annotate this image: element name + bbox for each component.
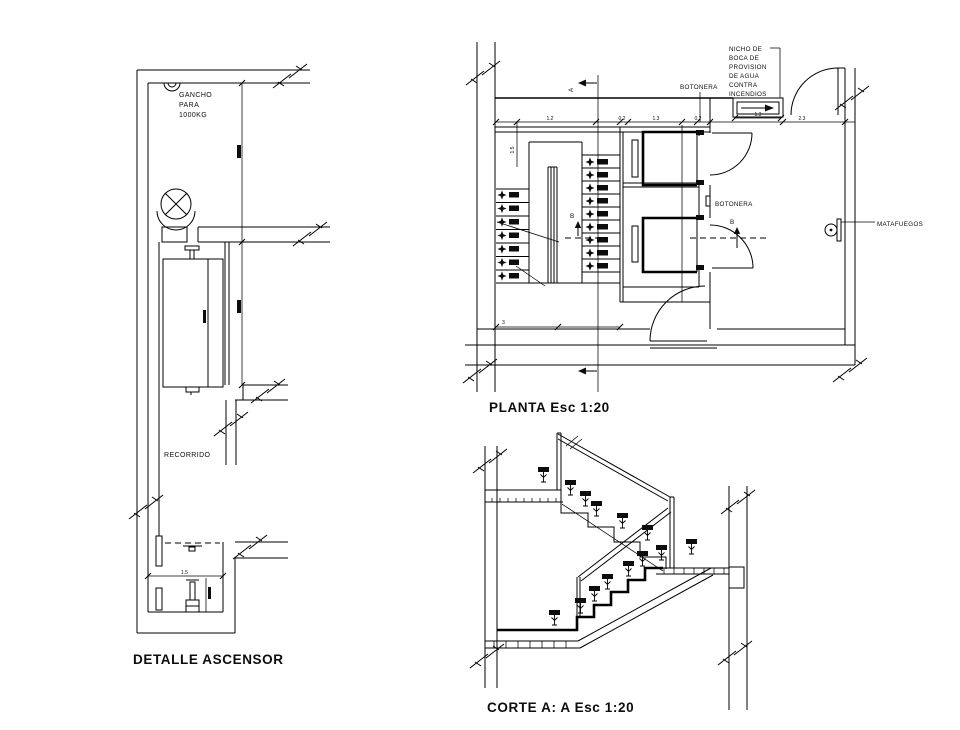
section-a-label: A xyxy=(568,87,575,92)
dim-bottom: 3 xyxy=(502,320,505,326)
elevator-detail-drawing: GANCHO PARA 1000KG RECORRIDO 1.5 DETALLE… xyxy=(128,63,330,667)
upper-flight xyxy=(556,432,667,572)
corte-title: CORTE A: A Esc 1:20 xyxy=(487,700,634,715)
guide-rails xyxy=(155,242,230,611)
nicho-label-line2: BOCA DE xyxy=(729,55,759,62)
botonera-panel xyxy=(699,92,711,207)
section-walls xyxy=(484,446,748,710)
landing-sill xyxy=(165,542,220,552)
fire-hose-niche xyxy=(731,47,785,122)
hook-symbol xyxy=(163,82,181,92)
gancho-label-line3: 1000KG xyxy=(179,112,207,119)
gancho-label-line1: GANCHO xyxy=(179,92,212,99)
plan-doors xyxy=(649,67,839,349)
gancho-label-line2: PARA xyxy=(179,102,199,109)
break-marks-section xyxy=(469,448,756,669)
section-b-label-hall: B xyxy=(730,219,735,226)
nicho-label-line6: INCENDIOS xyxy=(729,91,767,98)
dim-stair-width: 1.5 xyxy=(510,146,516,153)
floor-plan-drawing: BOTONERA BOTONERA NICHO DE BOCA DE PROVI… xyxy=(462,42,923,415)
botonera-mid-label: BOTONERA xyxy=(715,201,753,208)
section-line-a xyxy=(578,75,599,392)
nicho-label-line4: DE AGUA xyxy=(729,73,760,80)
pit-width-dim: 1.5 xyxy=(181,570,188,576)
nicho-label-line3: PROVISION xyxy=(729,64,767,71)
stair-section-drawing: CORTE A: A Esc 1:20 xyxy=(469,432,756,715)
matafuegos-label: MATAFUEGOS xyxy=(877,221,923,228)
section-line-b xyxy=(565,221,768,248)
nicho-label-line1: NICHO DE xyxy=(729,46,762,53)
nicho-label-line5: CONTRA xyxy=(729,82,758,89)
travel-dimension-line xyxy=(237,79,246,389)
detalle-title: DETALLE ASCENSOR xyxy=(133,652,284,667)
section-step-lights xyxy=(537,466,698,626)
dim-w1: 1.2 xyxy=(547,116,554,122)
traction-machine xyxy=(156,188,200,259)
intermediate-landing xyxy=(656,566,745,589)
handrails xyxy=(557,433,675,618)
stair-step-lights xyxy=(497,157,608,281)
recorrido-label: RECORRIDO xyxy=(164,452,211,459)
plan-dimension-lines xyxy=(492,118,855,331)
dim-w2: 0.2 xyxy=(619,116,626,122)
elevator-cars xyxy=(631,125,704,302)
fire-extinguisher-symbol xyxy=(824,218,875,242)
dim-w5: 2.3 xyxy=(799,116,806,122)
elevator-cabin xyxy=(162,258,224,395)
planta-title: PLANTA Esc 1:20 xyxy=(489,400,610,415)
lower-flight xyxy=(485,566,714,649)
stairwell xyxy=(496,141,620,287)
section-b-label-stair: B xyxy=(570,213,575,220)
shaft-walls xyxy=(136,69,330,634)
break-marks-plan xyxy=(462,60,870,384)
dim-niche: 1.3 xyxy=(755,112,762,118)
pit-detail xyxy=(144,572,227,613)
botonera-top-label: BOTONERA xyxy=(680,84,718,91)
dim-w3: 1.3 xyxy=(653,116,660,122)
dim-w4: 0.2 xyxy=(695,116,702,122)
